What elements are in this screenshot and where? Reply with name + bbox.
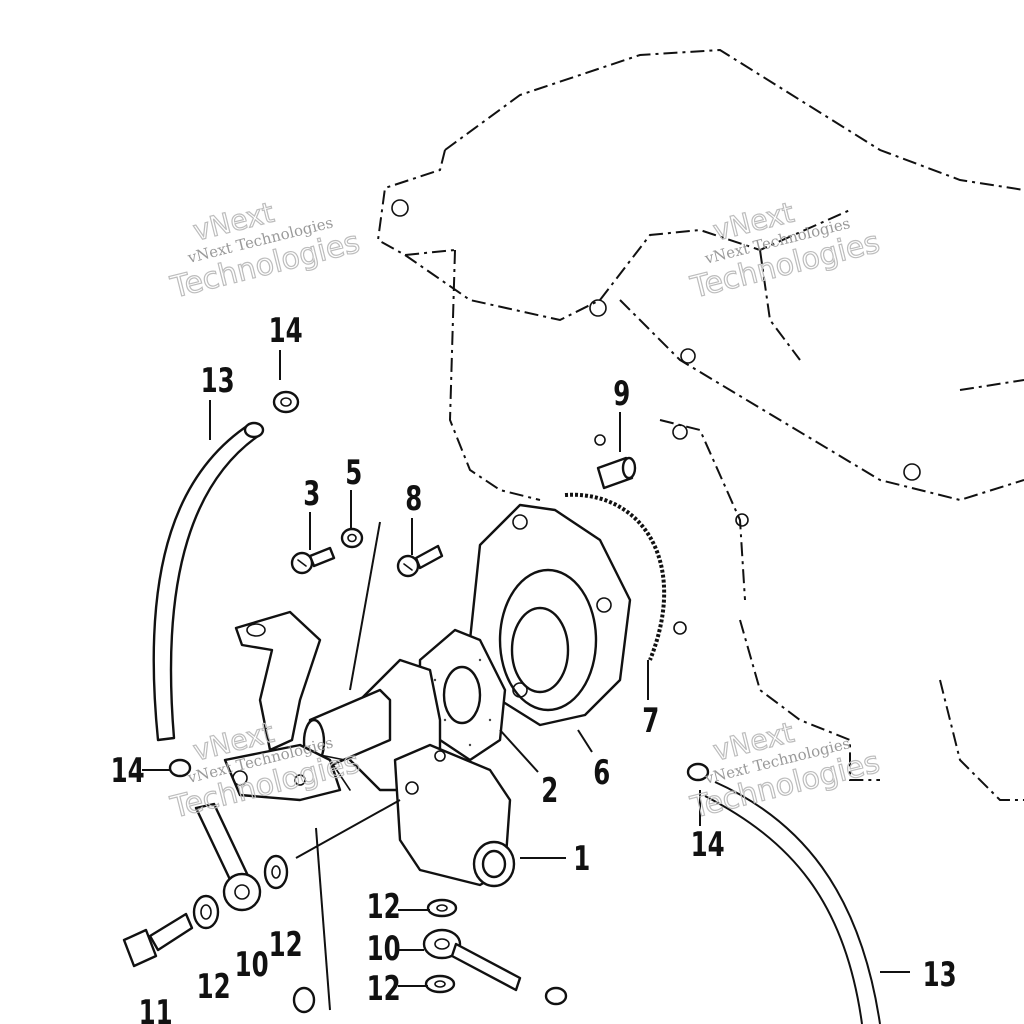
part-11-banjo-bolt xyxy=(122,912,194,968)
leader-lines xyxy=(142,350,910,1011)
callout-6: 6 xyxy=(593,753,610,792)
part-14-clip-bottom xyxy=(544,986,568,1006)
engine-housing-outline xyxy=(376,48,1024,801)
callout-5: 5 xyxy=(345,453,362,492)
callout-7: 7 xyxy=(642,701,659,740)
watermark-top-right: vNext Technologies vNext Technologies xyxy=(686,195,884,306)
callout-2: 2 xyxy=(541,771,558,810)
part-6-adapter-flange xyxy=(468,503,632,727)
callout-13-right: 13 xyxy=(923,955,957,994)
callout-12-bottom: 12 xyxy=(367,969,401,1008)
part-9-dowel-pin xyxy=(596,456,637,490)
part-14-clip-left xyxy=(168,758,192,778)
part-14-clip-right xyxy=(686,762,710,782)
callout-12-right: 12 xyxy=(269,925,303,964)
callout-3: 3 xyxy=(303,474,320,513)
callout-14-left: 14 xyxy=(111,751,145,790)
callout-8: 8 xyxy=(405,479,422,518)
callout-1: 1 xyxy=(573,839,590,878)
callout-13-left: 13 xyxy=(201,361,235,400)
callout-10-left: 10 xyxy=(235,945,269,984)
part-7-o-ring xyxy=(564,492,667,661)
part-10-banjo-bottom xyxy=(422,928,522,992)
part-13-hose-right xyxy=(704,781,881,1024)
part-10-banjo-left xyxy=(194,802,262,912)
callout-numbers: 14 13 3 5 8 9 7 6 2 1 14 14 13 12 10 12 … xyxy=(111,311,957,1024)
callout-10-mid: 10 xyxy=(367,929,401,968)
watermark-top-left: vNext Technologies vNext Technologies xyxy=(166,195,364,306)
part-8-screw xyxy=(396,544,444,578)
callout-9: 9 xyxy=(613,374,630,413)
callout-12-mid: 12 xyxy=(367,887,401,926)
callout-12-left: 12 xyxy=(197,967,231,1006)
part-12-washers xyxy=(192,854,458,1014)
part-13-hose-left xyxy=(152,421,265,742)
callout-14-right: 14 xyxy=(691,825,725,864)
choke-lever-assembly xyxy=(223,610,392,802)
part-5-lock-washer xyxy=(340,527,364,549)
callout-11: 11 xyxy=(139,993,173,1024)
part-14-clip-top xyxy=(272,390,300,414)
callout-14-top: 14 xyxy=(269,311,303,350)
watermark-bottom-right: vNext Technologies vNext Technologies xyxy=(686,715,884,826)
part-3-screw xyxy=(290,546,336,575)
